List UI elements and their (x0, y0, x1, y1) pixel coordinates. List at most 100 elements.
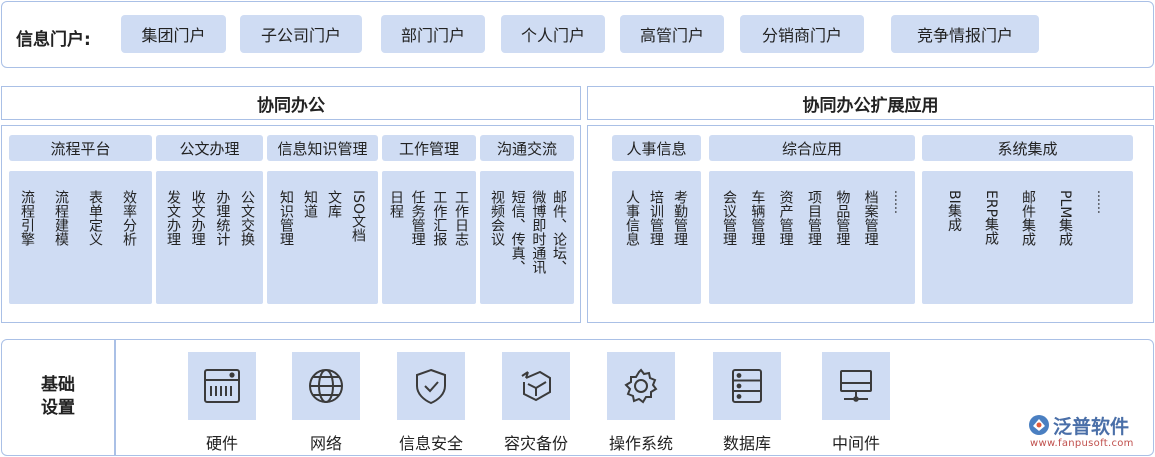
office-items-document-handling: 公文交换 办理统计 收文办理 发文办理 (164, 190, 256, 246)
integration-item-mail[interactable]: 邮件集成 (1020, 190, 1036, 246)
knowledge-item-library[interactable]: 文库 (326, 190, 342, 218)
work-item-task[interactable]: 任务管理 (409, 190, 426, 246)
office-items-process-platform: 效率分析 表单定义 流程建模 流程引擎 (18, 190, 138, 246)
portal-item-personal[interactable]: 个人门户 (501, 15, 605, 53)
process-item-efficiency-analysis[interactable]: 效率分析 (121, 190, 137, 246)
integration-item-more: …… (1095, 190, 1109, 214)
infrastructure-title-line2: 设置 (41, 398, 75, 418)
general-item-assets[interactable]: 资产管理 (777, 190, 794, 246)
infrastructure-title-line1: 基础 (41, 375, 75, 395)
infra-network-label: 网络 (309, 434, 342, 453)
process-item-process-modeling[interactable]: 流程建模 (53, 190, 69, 246)
office-cat-work-management[interactable]: 工作管理 (382, 135, 476, 161)
general-item-archives[interactable]: 档案管理 (862, 190, 879, 246)
ext-cat-general-apps[interactable]: 综合应用 (709, 135, 915, 161)
document-item-receiving[interactable]: 收文办理 (189, 190, 206, 246)
office-cat-process-platform[interactable]: 流程平台 (9, 135, 152, 161)
general-item-projects[interactable]: 项目管理 (805, 190, 822, 246)
ext-items-system-integration: …… PLM集成 邮件集成 ERP集成 BI集成 (945, 190, 1111, 246)
infra-os-label: 操作系统 (608, 434, 673, 453)
comm-item-video-conf[interactable]: 视频会议 (489, 190, 505, 246)
brand-logo-icon (1029, 415, 1049, 435)
document-item-sending[interactable]: 发文办理 (165, 190, 181, 246)
office-body-work-management (382, 171, 476, 304)
ext-cat-system-integration[interactable]: 系统集成 (922, 135, 1133, 161)
ext-cat-hr-info[interactable]: 人事信息 (612, 135, 701, 161)
knowledge-item-qa[interactable]: 知道 (302, 190, 318, 218)
infra-security-tile[interactable] (397, 352, 465, 420)
office-title-bar (1, 86, 581, 120)
office-body-communication (480, 171, 574, 304)
office-cat-knowledge-management[interactable]: 信息知识管理 (267, 135, 378, 161)
portal-item-intelligence[interactable]: 竞争情报门户 (891, 15, 1039, 53)
infra-backup-tile[interactable] (502, 352, 570, 420)
infra-hardware-tile[interactable] (188, 352, 256, 420)
infra-security-label: 信息安全 (398, 434, 463, 453)
general-item-vehicles[interactable]: 车辆管理 (749, 190, 766, 246)
database-icon (732, 369, 762, 403)
ext-body-hr-info (612, 171, 701, 304)
brand-logo-watermark: 泛普软件 www.fanpusoft.com (1028, 411, 1150, 451)
hr-item-training[interactable]: 培训管理 (648, 190, 664, 246)
network-globe-icon (309, 369, 343, 403)
work-item-report[interactable]: 工作汇报 (431, 190, 448, 246)
portal-item-executive[interactable]: 高管门户 (620, 15, 724, 53)
document-item-exchange[interactable]: 公文交换 (238, 190, 255, 246)
hr-item-attendance[interactable]: 考勤管理 (672, 190, 688, 246)
infra-database-label: 数据库 (722, 434, 771, 453)
disaster-backup-icon (521, 370, 551, 402)
document-item-statistics[interactable]: 办理统计 (214, 190, 231, 246)
knowledge-item-knowledge[interactable]: 知识管理 (278, 190, 294, 246)
integration-item-erp[interactable]: ERP集成 (983, 190, 999, 246)
portal-label: 信息门户: (16, 30, 91, 50)
middleware-monitor-icon (840, 370, 872, 402)
portal-item-department[interactable]: 部门门户 (381, 15, 485, 53)
ext-body-system-integration (922, 171, 1133, 304)
portal-item-group[interactable]: 集团门户 (121, 15, 226, 53)
office-body-document-handling (156, 171, 263, 304)
work-item-schedule[interactable]: 日程 (388, 190, 404, 218)
portal-item-distributor[interactable]: 分销商门户 (740, 15, 864, 53)
ext-items-general-apps: …… 档案管理 物品管理 项目管理 资产管理 车辆管理 会议管理 (720, 190, 908, 246)
office-items-communication: 邮件、论坛、 微博即时通讯 短信、传真、 视频会议 (488, 190, 568, 274)
integration-item-bi[interactable]: BI集成 (946, 190, 962, 232)
brand-name: 泛普软件 (1053, 416, 1130, 438)
infra-hardware-label: 硬件 (205, 434, 238, 453)
office-title: 协同办公 (257, 95, 325, 116)
comm-item-mail-forum[interactable]: 邮件、论坛、 (550, 190, 567, 274)
brand-url: www.fanpusoft.com (1030, 438, 1134, 449)
gear-icon (624, 368, 658, 404)
infra-database-tile[interactable] (713, 352, 781, 420)
infra-network-tile[interactable] (292, 352, 360, 420)
office-items-knowledge-management: ISO文档 文库 知道 知识管理 (277, 190, 367, 246)
office-items-work-management: 工作日志 工作汇报 任务管理 日程 (387, 190, 470, 246)
infrastructure-title: 基础 设置 (22, 374, 94, 420)
security-shield-icon (416, 368, 446, 405)
infra-os-tile[interactable] (607, 352, 675, 420)
infra-middleware-label: 中间件 (831, 434, 880, 453)
extension-title-bar (587, 86, 1154, 120)
office-body-process-platform (9, 171, 152, 304)
portal-item-subsidiary[interactable]: 子公司门户 (240, 15, 362, 53)
hr-item-personnel[interactable]: 人事信息 (624, 190, 640, 246)
general-item-meetings[interactable]: 会议管理 (721, 190, 737, 246)
knowledge-item-iso-docs[interactable]: ISO文档 (350, 190, 366, 243)
comm-item-sms-fax[interactable]: 短信、传真、 (509, 190, 526, 274)
extension-title: 协同办公扩展应用 (802, 95, 939, 116)
office-body-knowledge-management (267, 171, 378, 304)
ext-body-general-apps (709, 171, 915, 304)
comm-item-weibo-im[interactable]: 微博即时通讯 (530, 190, 547, 274)
infra-middleware-tile[interactable] (822, 352, 890, 420)
process-item-form-definition[interactable]: 表单定义 (87, 190, 103, 246)
infra-backup-label: 容灾备份 (503, 434, 568, 453)
ext-items-hr-info: 考勤管理 培训管理 人事信息 (623, 190, 689, 246)
process-item-process-engine[interactable]: 流程引擎 (19, 190, 35, 246)
general-item-goods[interactable]: 物品管理 (834, 190, 851, 246)
office-cat-document-handling[interactable]: 公文办理 (156, 135, 263, 161)
work-item-daily-log[interactable]: 工作日志 (452, 190, 469, 246)
hardware-icon (204, 369, 240, 403)
office-cat-communication[interactable]: 沟通交流 (480, 135, 574, 161)
general-item-more: …… (891, 190, 906, 214)
infrastructure-divider (114, 340, 116, 455)
integration-item-plm[interactable]: PLM集成 (1057, 190, 1073, 247)
